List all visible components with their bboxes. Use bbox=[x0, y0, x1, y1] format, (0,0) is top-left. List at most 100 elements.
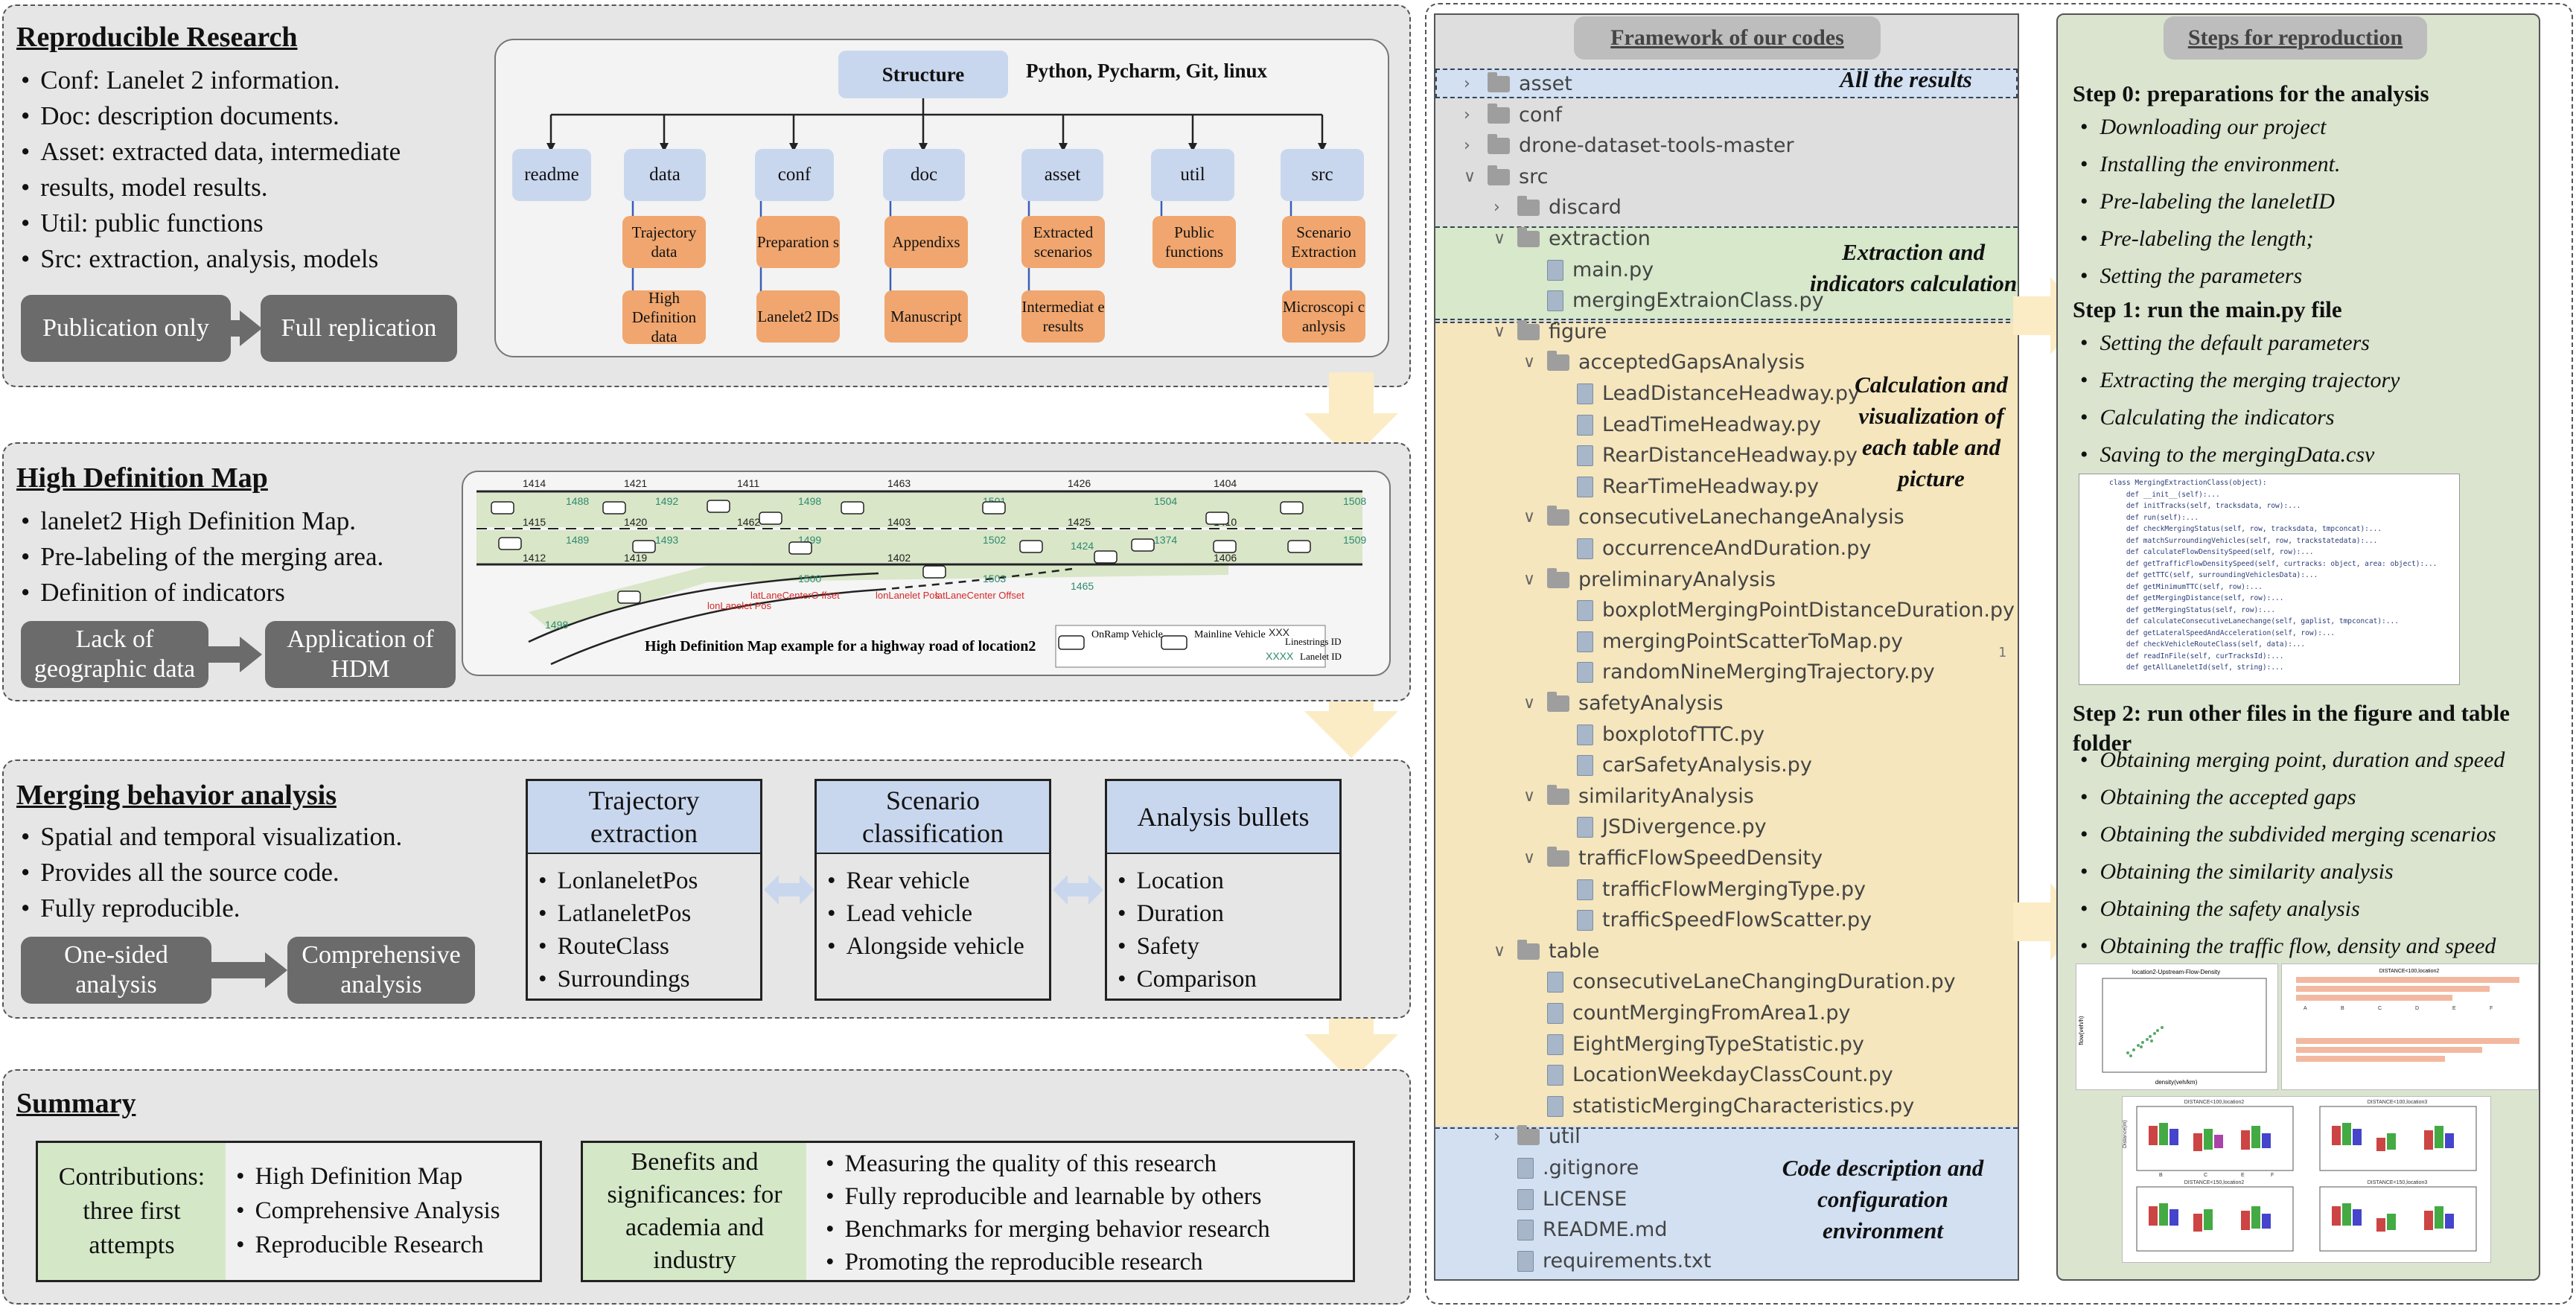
bullet: Provides all the source code. bbox=[21, 855, 402, 891]
file-icon bbox=[1577, 414, 1593, 436]
tree-file-row[interactable]: boxplotofTTC.py bbox=[1553, 719, 1764, 751]
code-line: def run(self):... bbox=[2109, 513, 2199, 522]
right-arrow-icon bbox=[240, 637, 262, 672]
lanelet-id: 1424 bbox=[1071, 540, 1094, 552]
tree-folder-row[interactable]: ∨ src bbox=[1464, 162, 1548, 193]
red-label: lonLanelet Pos bbox=[876, 590, 940, 601]
public-functions-node: Public functions bbox=[1152, 216, 1236, 268]
folder-asset: asset bbox=[1021, 149, 1103, 201]
tree-folder-row[interactable]: ›drone-dataset-tools-master bbox=[1464, 130, 1794, 162]
tree-folder-row[interactable]: ∨extraction bbox=[1493, 223, 1651, 255]
lanelet-id: 1492 bbox=[655, 495, 678, 507]
tree-file-row[interactable]: statisticMergingCharacteristics.py bbox=[1523, 1091, 1914, 1122]
tree-file-row[interactable]: requirements.txt bbox=[1493, 1246, 1711, 1277]
tree-folder-row[interactable]: ∨safetyAnalysis bbox=[1523, 688, 1724, 719]
table-col: A bbox=[2304, 1006, 2307, 1011]
tree-folder-row[interactable]: ›asset bbox=[1464, 69, 1572, 100]
box-cat: C bbox=[2204, 1173, 2207, 1178]
file-icon bbox=[1577, 817, 1593, 838]
chevron-right-icon[interactable]: › bbox=[1493, 1127, 1500, 1147]
tree-file-row[interactable]: mergingExtraionClass.py bbox=[1523, 285, 1824, 316]
linestring-id: 1421 bbox=[624, 477, 647, 489]
code-line: def getTrafficFlowDensitySpeed(self, cur… bbox=[2109, 559, 2438, 568]
table-col: B bbox=[2341, 1006, 2344, 1011]
tree-file-row[interactable]: randomNineMergingTrajectory.py bbox=[1553, 657, 1935, 688]
tree-item-label: src bbox=[1519, 165, 1549, 188]
tree-item-label: consecutiveLaneChangingDuration.py bbox=[1572, 970, 1956, 994]
lanelet2-ids-node: Lanelet2 IDs bbox=[756, 290, 840, 343]
benefits-label: Benefits and significances: for academia… bbox=[583, 1143, 806, 1280]
file-icon bbox=[1577, 724, 1593, 745]
tree-file-row[interactable]: boxplotMergingPointDistanceDuration.py bbox=[1553, 595, 2015, 626]
tree-folder-row[interactable]: › conf bbox=[1464, 100, 1562, 131]
tree-folder-row[interactable]: ∨trafficFlowSpeedDensity bbox=[1523, 843, 1823, 874]
tree-file-row[interactable]: occurrenceAndDuration.py bbox=[1553, 533, 1871, 564]
tree-file-row[interactable]: README.md bbox=[1493, 1214, 1667, 1246]
chevron-right-icon[interactable]: › bbox=[1464, 74, 1470, 93]
file-icon bbox=[1547, 1065, 1563, 1086]
folder-icon bbox=[1517, 319, 1540, 340]
contributions-label: Contributions: three first attempts bbox=[38, 1143, 226, 1280]
tree-file-row[interactable]: main.py bbox=[1523, 255, 1654, 286]
tree-file-row[interactable]: trafficFlowMergingType.py bbox=[1553, 874, 1866, 905]
box-list: Location Duration Safety Comparison bbox=[1107, 854, 1339, 996]
folder-readme: readme bbox=[512, 149, 591, 201]
chevron-down-icon[interactable]: ∨ bbox=[1523, 849, 1536, 867]
chevron-down-icon[interactable]: ∨ bbox=[1523, 786, 1536, 806]
code-line: def calculateConsecutiveLanechange(self,… bbox=[2109, 617, 2399, 625]
code-line: def matchSurroundingVehicles(self, row, … bbox=[2109, 536, 2378, 545]
tree-item-label: main.py bbox=[1572, 258, 1654, 281]
tree-folder-row[interactable]: ∨figure bbox=[1493, 316, 1607, 348]
tree-folder-row[interactable]: ∨table bbox=[1493, 936, 1599, 967]
steps-title: Steps for reproduction bbox=[2164, 16, 2427, 60]
tree-file-row[interactable]: trafficSpeedFlowScatter.py bbox=[1553, 905, 1872, 936]
tree-file-row[interactable]: LocationWeekdayClassCount.py bbox=[1523, 1060, 1893, 1091]
chevron-right-icon[interactable]: › bbox=[1464, 105, 1470, 124]
chevron-right-icon[interactable]: › bbox=[1464, 136, 1470, 156]
chevron-down-icon[interactable]: ∨ bbox=[1523, 694, 1536, 713]
code-line: def getTTC(self, surroundingVehiclesData… bbox=[2109, 571, 2318, 579]
tree-item-label: conf bbox=[1519, 103, 1562, 127]
tree-folder-row[interactable]: ∨similarityAnalysis bbox=[1523, 781, 1754, 812]
tree-file-row[interactable]: carSafetyAnalysis.py bbox=[1553, 750, 1812, 781]
folder-icon bbox=[1547, 847, 1569, 867]
tree-item-label: trafficSpeedFlowScatter.py bbox=[1602, 908, 1872, 932]
tree-file-row[interactable]: RearDistanceHeadway.py bbox=[1553, 440, 1858, 471]
chevron-down-icon[interactable]: ∨ bbox=[1523, 508, 1536, 527]
tree-file-row[interactable]: countMergingFromArea1.py bbox=[1523, 998, 1851, 1029]
tree-folder-row[interactable]: ∨consecutiveLanechangeAnalysis bbox=[1523, 502, 1904, 533]
chevron-down-icon[interactable]: ∨ bbox=[1493, 229, 1506, 248]
box-title: DISTANCE<100,location2 bbox=[2184, 1100, 2245, 1105]
contributions-box: Contributions: three first attempts High… bbox=[36, 1141, 542, 1282]
tree-folder-row[interactable]: ∨acceptedGapsAnalysis bbox=[1523, 347, 1805, 378]
folder-icon bbox=[1547, 506, 1569, 526]
tree-folder-row[interactable]: › discard bbox=[1493, 192, 1622, 223]
chevron-right-icon[interactable]: › bbox=[1493, 198, 1500, 217]
arrow-bar bbox=[208, 962, 268, 978]
tree-folder-row[interactable]: ›util bbox=[1493, 1121, 1581, 1153]
down-arrow-icon bbox=[1304, 372, 1398, 460]
comprehensive-button: Comprehensive analysis bbox=[287, 937, 475, 1004]
folder-conf: conf bbox=[755, 149, 834, 201]
tree-file-row[interactable]: RearTimeHeadway.py bbox=[1553, 471, 1819, 503]
tree-file-row[interactable]: mergingPointScatterToMap.py bbox=[1553, 626, 1903, 657]
tree-file-row[interactable]: LICENSE bbox=[1493, 1184, 1627, 1215]
folder-icon bbox=[1547, 692, 1569, 712]
tree-folder-row[interactable]: ∨preliminaryAnalysis bbox=[1523, 564, 1776, 596]
tree-file-row[interactable]: EightMergingTypeStatistic.py bbox=[1523, 1029, 1864, 1060]
file-icon bbox=[1517, 1158, 1534, 1179]
chevron-down-icon[interactable]: ∨ bbox=[1464, 167, 1476, 186]
tree-file-row[interactable]: .gitignore bbox=[1493, 1153, 1639, 1184]
chevron-down-icon[interactable]: ∨ bbox=[1523, 570, 1536, 589]
chevron-down-icon[interactable]: ∨ bbox=[1493, 322, 1506, 341]
tree-file-row[interactable]: LeadDistanceHeadway.py bbox=[1553, 378, 1860, 410]
chevron-down-icon[interactable]: ∨ bbox=[1523, 353, 1536, 372]
tree-file-row[interactable]: consecutiveLaneChangingDuration.py bbox=[1523, 966, 1956, 998]
linestring-id: 1463 bbox=[887, 477, 911, 489]
bullet: Fully reproducible. bbox=[21, 891, 402, 926]
tree-item-label: discard bbox=[1549, 196, 1622, 220]
table-col: E bbox=[2452, 1006, 2456, 1011]
tree-file-row[interactable]: JSDivergence.py bbox=[1553, 812, 1767, 843]
tree-file-row[interactable]: LeadTimeHeadway.py bbox=[1553, 410, 1821, 441]
chevron-down-icon[interactable]: ∨ bbox=[1493, 941, 1506, 961]
